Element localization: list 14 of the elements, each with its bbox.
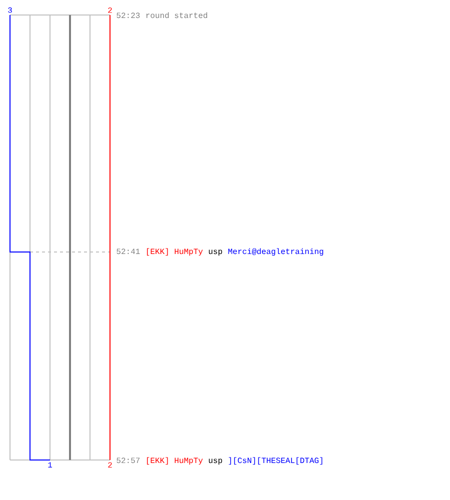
event-text: round started	[146, 12, 208, 18]
player-count: 2	[108, 7, 112, 13]
weapon-name: usp	[208, 250, 222, 256]
player-name: [EKK] HuMpTy	[147, 457, 203, 465]
player-name: ][CsN][THESEAL[DTAG]	[228, 457, 322, 465]
timestamp: 52:41	[116, 248, 140, 254]
timestamp: 52:23	[116, 12, 140, 18]
player-count: 2	[108, 462, 112, 468]
timestamp: 52:57	[116, 458, 140, 464]
weapon-name: usp	[208, 458, 222, 465]
player-count: 3	[8, 7, 12, 13]
player-name: Merci@deagletraining	[228, 248, 324, 256]
player-name: [EKK] HuMpTy	[147, 248, 203, 256]
player-count: 1	[48, 462, 52, 468]
